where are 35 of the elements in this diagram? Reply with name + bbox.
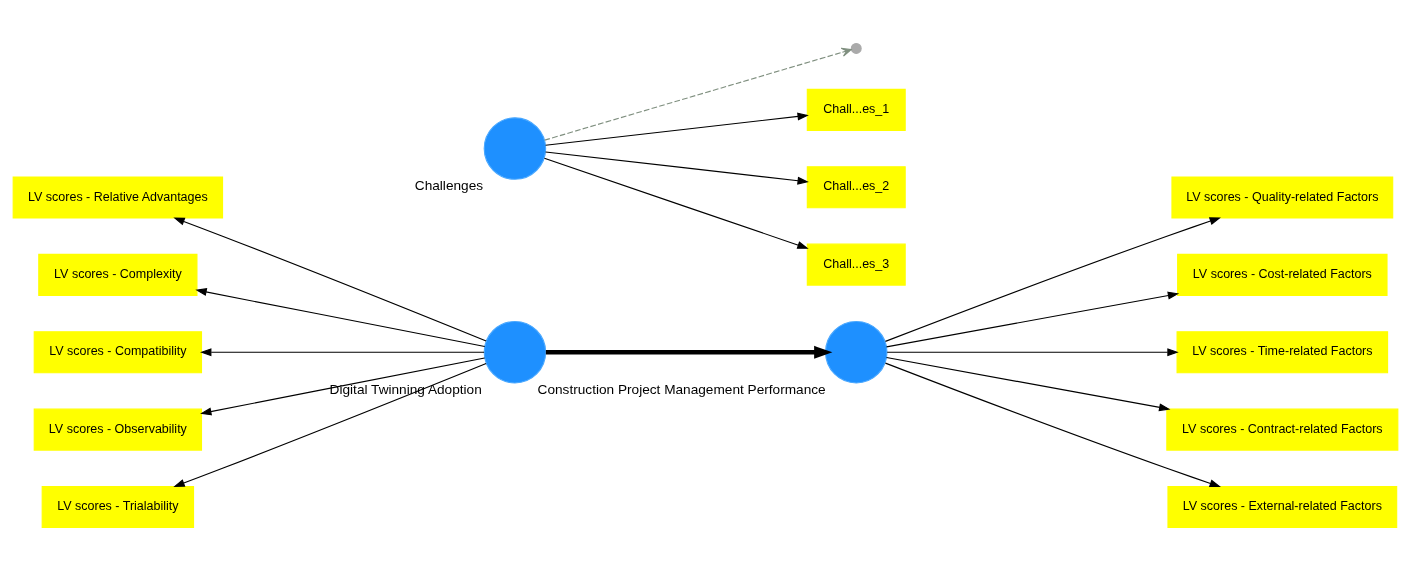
arrow: [200, 356, 486, 415]
node-label: Construction Project Management Performance: [537, 381, 826, 397]
arrow: [173, 217, 487, 342]
arrow: [545, 345, 833, 359]
node-box: LV scores - Trialability: [41, 485, 195, 528]
node-box: LV scores - Contract-related Factors: [1166, 408, 1399, 451]
arrow: [885, 291, 1180, 347]
node-circle: [824, 320, 888, 384]
arrow: [545, 150, 809, 185]
node-circle: [483, 116, 547, 180]
arrow: [544, 47, 852, 141]
node-box: LV scores - Complexity: [38, 253, 198, 296]
arrow: [195, 287, 486, 347]
node-box: LV scores - Time-related Factors: [1176, 330, 1389, 373]
node-box: Chall...es_2: [806, 165, 906, 208]
node-box: LV scores - Compatibility: [33, 330, 203, 373]
node-circle: [850, 42, 862, 54]
arrow: [545, 112, 809, 146]
node-box: Chall...es_1: [806, 88, 906, 131]
arrow: [200, 347, 485, 356]
node-box: Chall...es_3: [806, 243, 906, 286]
node-box: LV scores - Observability: [33, 408, 203, 451]
node-circle: [483, 320, 547, 384]
arrow: [543, 157, 809, 249]
arrow: [885, 356, 1171, 411]
node-label: Digital Twinning Adoption: [329, 381, 482, 397]
node-label: Challenges: [414, 177, 484, 193]
arrow: [173, 362, 487, 487]
arrow: [886, 347, 1179, 356]
node-box: LV scores - Quality-related Factors: [1171, 175, 1394, 219]
node-box: LV scores - Relative Advantages: [12, 175, 224, 219]
node-box: LV scores - Cost-related Factors: [1177, 253, 1388, 296]
node-box: LV scores - External-related Factors: [1167, 485, 1398, 528]
arrow: [884, 216, 1221, 342]
arrow: [884, 362, 1221, 487]
